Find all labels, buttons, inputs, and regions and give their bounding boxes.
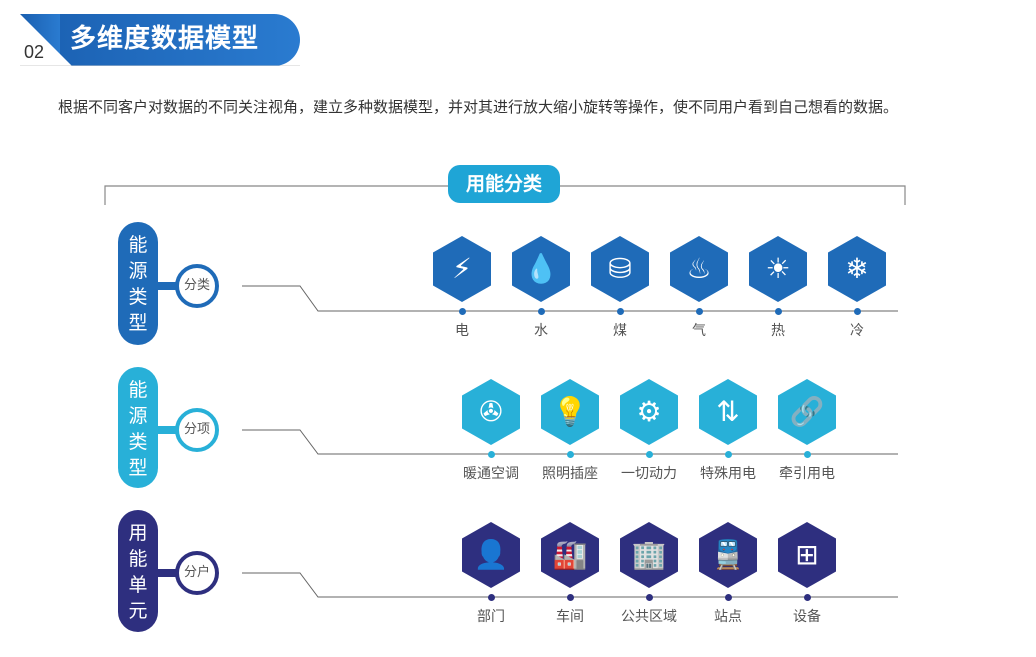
up-down-arrows-icon: ⇅: [699, 379, 757, 445]
item-label: 牵引用电: [779, 466, 835, 482]
node-dot: [695, 307, 703, 315]
item-label: 公共区域: [621, 609, 677, 625]
item-label: 车间: [556, 609, 584, 625]
train-icon: 🚆: [699, 522, 757, 588]
node-dot: [566, 450, 574, 458]
node-dot: [645, 593, 653, 601]
row-pill: 能源类型: [118, 222, 158, 345]
node-dot: [537, 307, 545, 315]
item-label: 水: [534, 323, 548, 339]
row-circle-label: 分户: [175, 551, 219, 595]
row-connector: [242, 285, 898, 312]
node-dot: [853, 307, 861, 315]
node-dot: [616, 307, 624, 315]
item-label: 热: [771, 323, 785, 339]
item-label: 电: [455, 323, 469, 339]
node-dot: [724, 450, 732, 458]
row-connector: [242, 429, 898, 455]
network-icon: ⊞: [778, 522, 836, 588]
building-icon: 🏢: [620, 522, 678, 588]
item-label: 部门: [477, 609, 505, 625]
node-dot: [487, 450, 495, 458]
node-dot: [724, 593, 732, 601]
flame-icon: ♨: [670, 236, 728, 302]
row-pill: 用能单元: [118, 510, 158, 632]
section-number: 02: [24, 42, 45, 62]
factory-icon: 🏭: [541, 522, 599, 588]
category-title-pill: 用能分类: [448, 165, 560, 203]
row-circle-label: 分类: [175, 264, 219, 308]
section-banner: [20, 14, 300, 66]
node-dot: [566, 593, 574, 601]
item-label: 照明插座: [542, 466, 598, 482]
node-dot: [645, 450, 653, 458]
sun-icon: ☀: [749, 236, 807, 302]
snowflake-icon: ❄: [828, 236, 886, 302]
item-label: 煤: [613, 323, 627, 339]
coal-icon: ⛁: [591, 236, 649, 302]
item-label: 气: [692, 323, 706, 339]
node-dot: [774, 307, 782, 315]
row-circle-label: 分项: [175, 408, 219, 452]
row-connector: [242, 572, 898, 598]
node-dot: [803, 450, 811, 458]
link-icon: 🔗: [778, 379, 836, 445]
row-pill: 能源类型: [118, 367, 158, 488]
node-dot: [487, 593, 495, 601]
intro-paragraph: 根据不同客户对数据的不同关注视角，建立多种数据模型，并对其进行放大缩小旋转等操作…: [58, 98, 899, 116]
item-label: 冷: [850, 323, 864, 339]
item-label: 一切动力: [621, 466, 677, 482]
section-title: 多维度数据模型: [70, 24, 260, 54]
item-label: 设备: [793, 609, 821, 625]
node-dot: [803, 593, 811, 601]
water-drop-icon: 💧: [512, 236, 570, 302]
gears-icon: ⚙: [620, 379, 678, 445]
item-label: 特殊用电: [700, 466, 756, 482]
node-dot: [458, 307, 466, 315]
item-label: 暖通空调: [463, 466, 519, 482]
item-label: 站点: [714, 609, 742, 625]
light-bulb-icon: 💡: [541, 379, 599, 445]
